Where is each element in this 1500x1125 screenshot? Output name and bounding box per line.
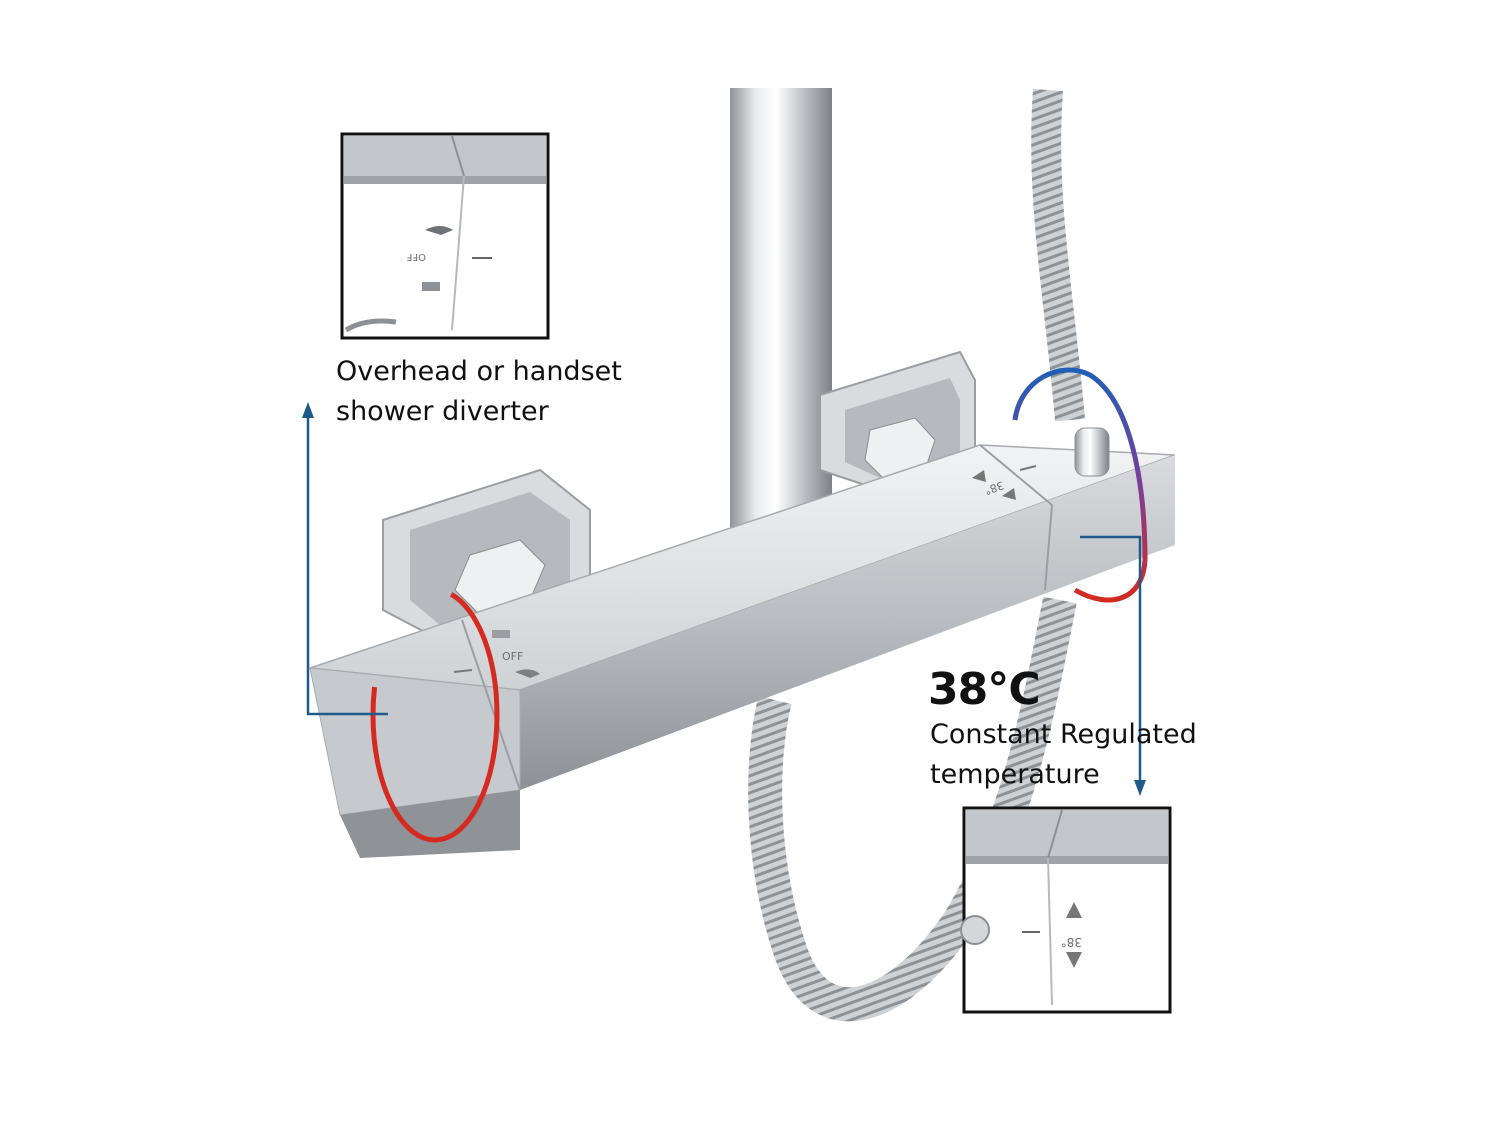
diverter-callout-line bbox=[306, 415, 388, 716]
left-handle-off-text: OFF bbox=[502, 650, 523, 663]
temp-label-line2: temperature bbox=[930, 759, 1100, 790]
diverter-callout-label: Overhead or handset shower diverter bbox=[336, 352, 622, 432]
wall-bracket-right bbox=[819, 350, 976, 492]
bar-end-left bbox=[309, 667, 521, 816]
inset-off-text: OFF bbox=[406, 251, 426, 262]
temperature-callout-label: Constant Regulated temperature bbox=[930, 715, 1197, 795]
right-handle-temp-text: 38° bbox=[983, 478, 1006, 497]
diverter-label-line2: shower diverter bbox=[336, 396, 549, 427]
diverter-label-line1: Overhead or handset bbox=[336, 356, 622, 387]
wall-bracket-left bbox=[382, 468, 591, 642]
hose-upper bbox=[1031, 88, 1085, 422]
temp-callout-line bbox=[1080, 535, 1142, 782]
temp-label-line1: Constant Regulated bbox=[930, 719, 1197, 750]
temperature-inset: 38° bbox=[960, 806, 1172, 1014]
inset-temp-text: 38° bbox=[1061, 935, 1082, 949]
bar-front bbox=[520, 455, 1175, 790]
hose-lower bbox=[748, 596, 1077, 1022]
diverter-inset: OFF bbox=[340, 132, 550, 340]
temp-arc-right bbox=[1012, 367, 1148, 603]
temperature-value: 38℃ bbox=[928, 664, 1041, 715]
